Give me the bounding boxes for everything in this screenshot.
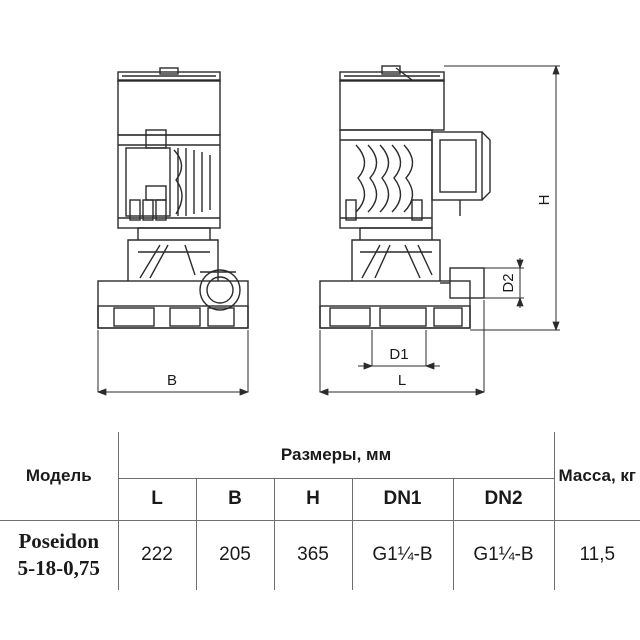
pump-side-view (319, 65, 491, 329)
column-header-dn2: DN2 (452, 477, 555, 521)
column-header-h: H (273, 477, 353, 521)
value-b: 205 (195, 519, 275, 590)
dim-label-b: B (167, 372, 177, 389)
pump-front-view (96, 67, 250, 396)
value-l: 222 (117, 519, 197, 590)
value-dn2: G1¼-B (452, 519, 555, 590)
model-header: Модель (0, 432, 119, 521)
column-header-l: L (118, 477, 197, 521)
value-dn1: G1¼-B (351, 519, 454, 590)
column-header-dn1: DN1 (351, 477, 454, 521)
value-mass: 11,5 (553, 519, 640, 590)
dim-label-d2: D2 (500, 273, 517, 292)
column-header-b: B (195, 477, 275, 521)
model-name-line2: 5-18-0,75 (17, 556, 100, 581)
dim-label-l: L (398, 372, 406, 389)
dimensions-header: Размеры, мм (117, 432, 555, 479)
dim-label-h: H (536, 195, 553, 206)
dim-label-d1: D1 (389, 346, 408, 363)
spec-table: Модель Размеры, мм Масса, кг L B H DN1 D… (0, 432, 640, 590)
table-row: Poseidon 5-18-0,75 222 205 365 G1¼-B G1¼… (0, 519, 640, 590)
model-cell: Poseidon 5-18-0,75 (0, 519, 119, 590)
value-h: 365 (273, 519, 353, 590)
pump-dimension-drawing: B L D1 D2 H (96, 64, 560, 396)
mass-header: Масса, кг (553, 432, 640, 521)
model-name-line1: Poseidon (18, 529, 99, 554)
